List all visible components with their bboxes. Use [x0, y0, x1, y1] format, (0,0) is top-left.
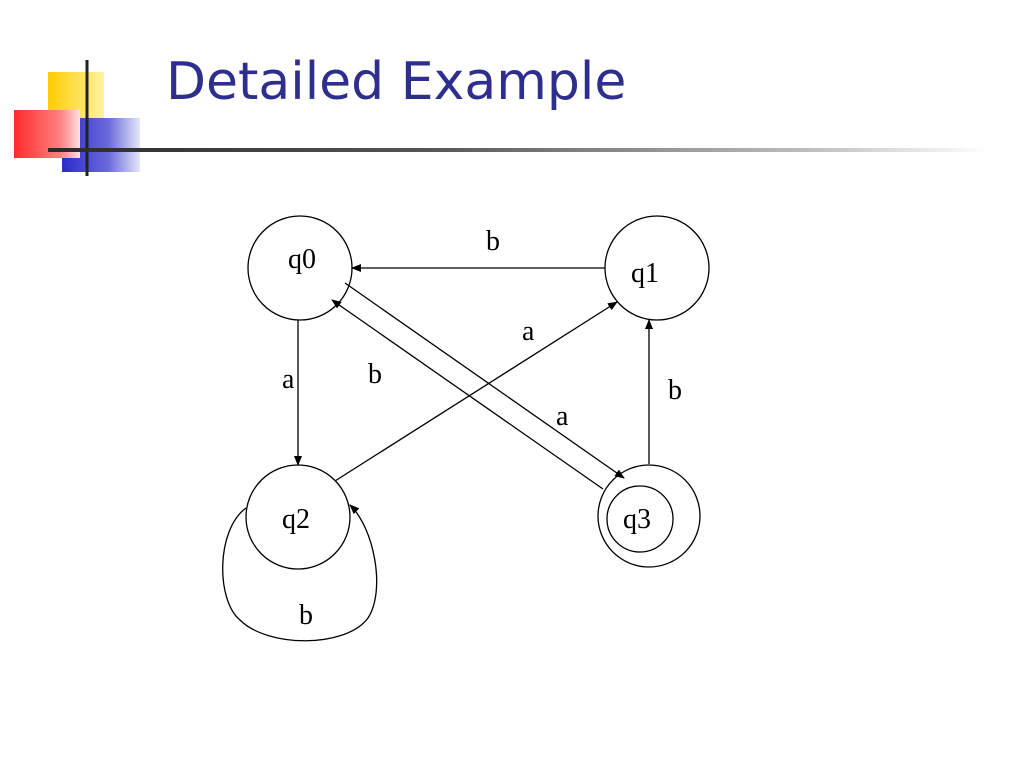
state-q1-label: q1: [631, 258, 659, 289]
edge-q0-q2: a: [282, 320, 302, 466]
state-q1: q1: [604, 215, 710, 321]
edge-q1-q0-label: b: [486, 226, 500, 257]
edge-q3-q0-label: b: [368, 359, 382, 390]
edge-q2-q1: a: [334, 301, 618, 482]
edge-q2-loop-label: b: [299, 600, 313, 631]
edge-q2-loop: b: [222, 504, 378, 642]
edge-q0-q3-label: a: [556, 401, 569, 432]
edge-q2-q1-label: a: [522, 316, 535, 347]
edge-q3-q1-label: b: [668, 375, 682, 406]
edge-q3-q0: b: [331, 299, 604, 490]
state-q3-label: q3: [623, 504, 651, 535]
edge-q3-q1: b: [645, 319, 682, 464]
edge-q0-q3: a: [344, 282, 625, 479]
state-q0-label: q0: [288, 244, 316, 275]
state-q2-label: q2: [282, 504, 310, 535]
state-q2: q2: [245, 464, 351, 570]
slide-title: Detailed Example: [166, 52, 627, 112]
edge-q0-q2-label: a: [282, 364, 295, 395]
slide-logo-icon: [14, 60, 140, 176]
title-divider: [48, 148, 988, 152]
state-q3-accepting: q3: [597, 464, 701, 568]
edge-q1-q0: b: [351, 226, 605, 272]
state-q0: q0: [247, 215, 353, 321]
